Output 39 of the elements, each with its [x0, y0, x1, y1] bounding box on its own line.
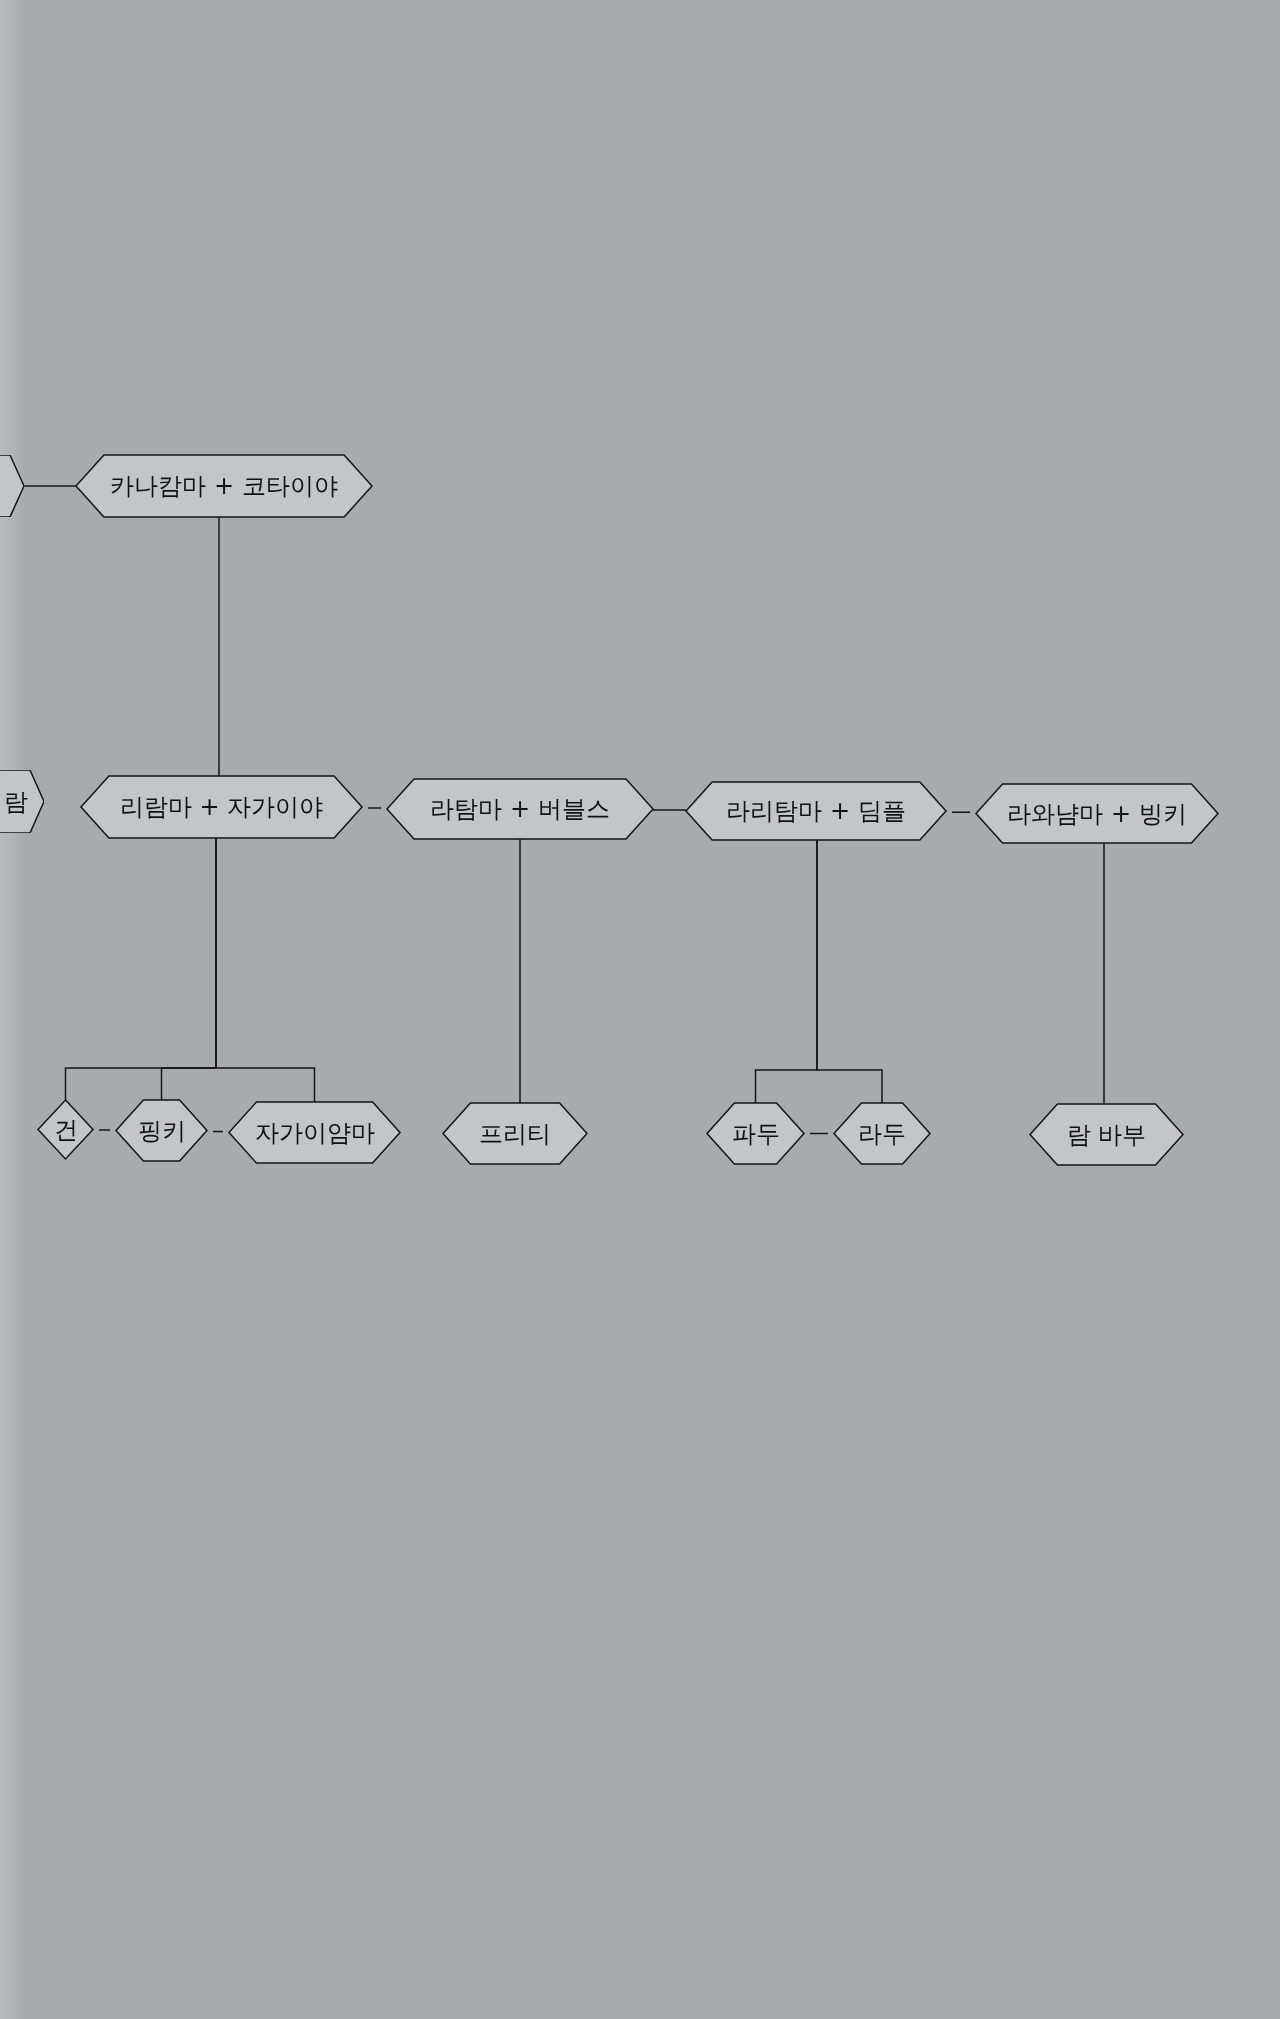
name-hexagon [387, 779, 653, 839]
name-hexagon [76, 455, 372, 517]
connector-line [1103, 842, 1105, 1105]
name-label: 리람마 + 자가이야 [119, 792, 324, 823]
connector-line [951, 811, 971, 813]
connector-line [215, 837, 316, 1103]
name-hexagon [976, 784, 1218, 843]
connector-line [98, 1129, 111, 1131]
connector-line [23, 485, 77, 487]
name-hexagon [834, 1103, 930, 1164]
name-diamond [38, 1100, 93, 1159]
name-label: 파두 [731, 1118, 780, 1150]
name-label: 라탐마 + 버블스 [430, 794, 610, 825]
name-label: 프리티 [479, 1118, 551, 1150]
name-hexagon [707, 1103, 804, 1164]
name-hexagon [1030, 1104, 1183, 1165]
name-label: 람 바부 [1066, 1119, 1147, 1151]
connector-line [816, 839, 883, 1104]
connector-line [652, 809, 687, 811]
name-label: 라두 [858, 1118, 906, 1150]
connector-line [212, 1130, 224, 1133]
name-label: 건 [53, 1114, 78, 1146]
name-label: 라와냠마 + 빙키 [1007, 798, 1187, 830]
name-hexagon [116, 1100, 207, 1161]
name-hexagon [0, 770, 44, 833]
name-hexagon [0, 455, 24, 517]
connector-line [519, 838, 521, 1104]
name-hexagon [686, 782, 946, 840]
name-label: 라리탐마 + 딤플 [726, 796, 906, 827]
name-hexagon [81, 776, 362, 838]
connector-line [367, 807, 382, 809]
name-hexagon [443, 1103, 587, 1164]
name-hexagon [229, 1102, 400, 1163]
name-label: 자가이얌마 [254, 1117, 375, 1149]
connector-line [218, 516, 220, 777]
connector-line [809, 1132, 829, 1135]
name-label: 람 [4, 786, 28, 818]
name-label: 카나캄마 + 코타이야 [110, 471, 338, 502]
name-label: 핑키 [137, 1115, 186, 1147]
